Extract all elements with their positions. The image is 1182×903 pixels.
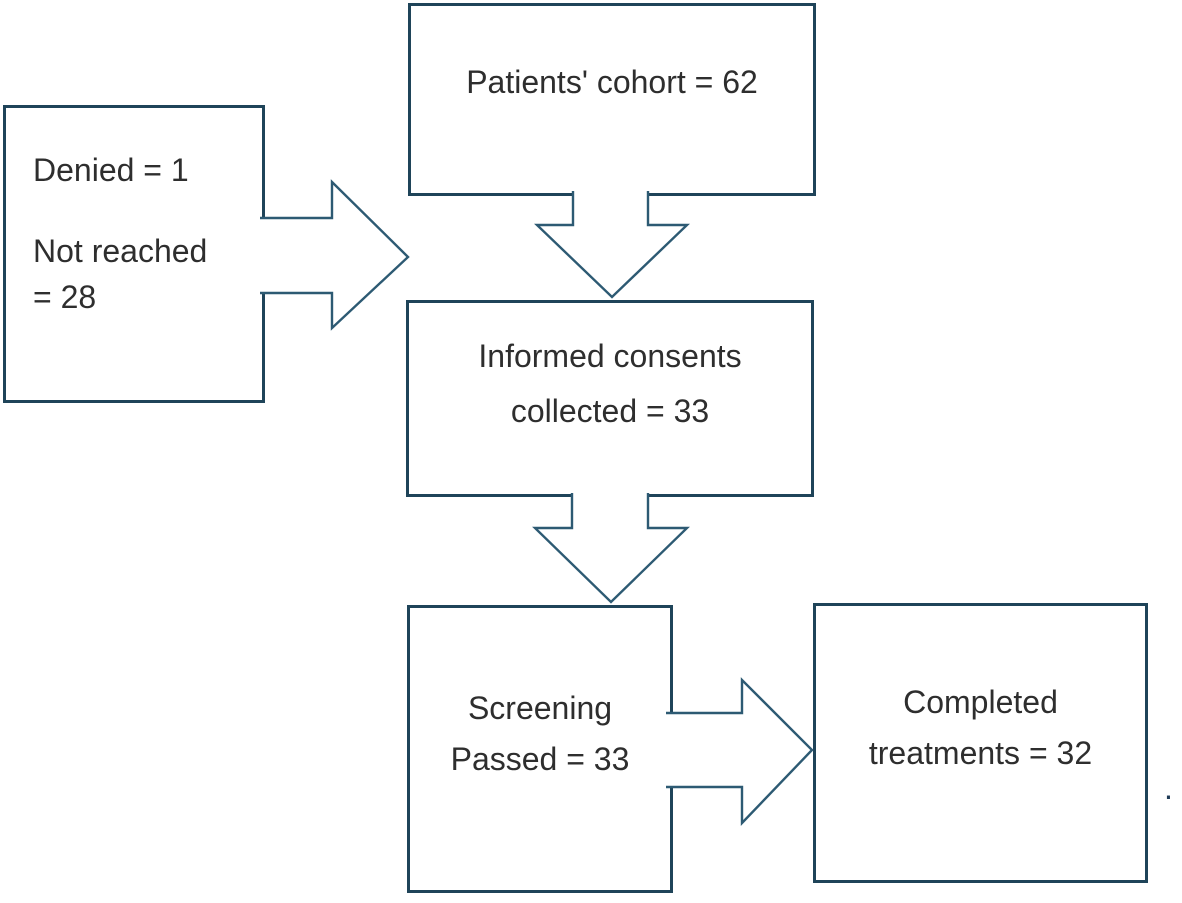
node-informed-consents-line2: collected = 33 [510,392,710,429]
node-informed-consents-label: Informed consents collected = 33 [478,329,741,438]
node-informed-consents: Informed consents collected = 33 [406,300,814,497]
node-completed-treatments-label: Completed treatments = 32 [869,677,1092,779]
node-screening-passed: Screening Passed = 33 [407,605,673,893]
node-patients-cohort: Patients' cohort = 62 [408,3,816,196]
node-completed-treatments: Completed treatments = 32 [813,603,1148,883]
node-completed-treatments-line1: Completed [903,683,1058,720]
trailing-period-text: . [1164,770,1173,806]
node-patients-cohort-label: Patients' cohort = 62 [466,63,758,100]
node-screening-passed-label: Screening Passed = 33 [451,683,630,785]
node-informed-consents-line1: Informed consents [478,338,742,375]
node-excluded: Denied = 1 Not reached = 28 [3,105,265,403]
right-arrow-icon-excluded [260,179,410,331]
node-excluded-text: Denied = 1 Not reached = 28 [33,148,234,320]
node-excluded-not-reached-label: Not reached = 28 [33,233,208,315]
node-excluded-denied-label: Denied = 1 [33,152,189,188]
node-screening-passed-line2: Passed = 33 [450,741,630,777]
node-screening-passed-line1: Screening [467,689,613,726]
node-completed-treatments-line2: treatments = 32 [868,735,1093,771]
down-arrow-icon-consents-to-screening [532,493,690,604]
right-arrow-icon-screening-to-completed [666,677,814,826]
down-arrow-icon-cohort-to-consents [534,191,690,299]
